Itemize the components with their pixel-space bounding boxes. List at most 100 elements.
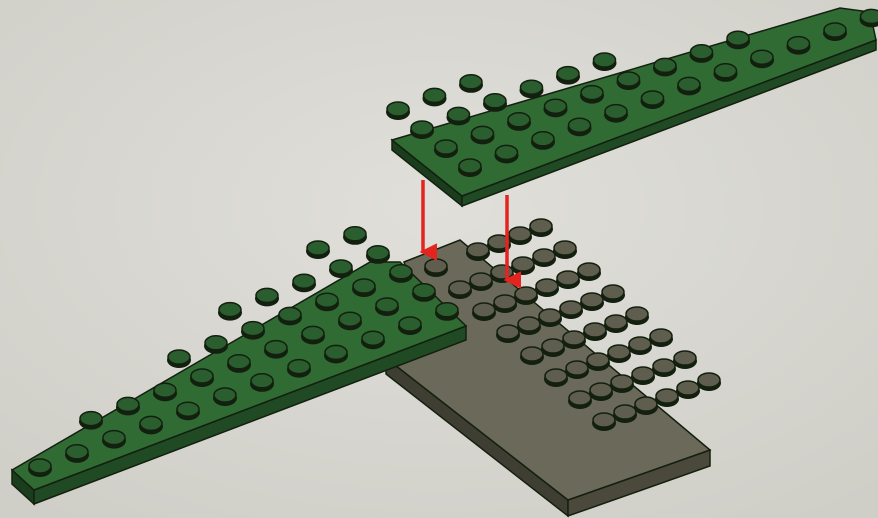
green-top-stud [434,140,458,158]
green-bottom-stud [292,274,316,292]
gray-stud [625,307,649,325]
green-bottom-stud [102,431,126,449]
green-top-stud [507,113,531,131]
green-bottom-stud [301,326,325,344]
green-bottom-stud [375,298,399,316]
green-bottom-stud [352,279,376,297]
gray-stud [631,367,655,385]
green-bottom-stud [329,260,353,278]
gray-stud [673,351,697,369]
green-bottom-stud [255,288,279,306]
green-top-stud [556,67,580,85]
green-top-stud [495,145,519,163]
green-top-stud [520,80,544,98]
green-top-stud [483,94,507,112]
gray-stud [511,257,535,275]
gray-stud [535,279,559,297]
green-top-stud [386,102,410,120]
green-bottom-stud [218,303,242,321]
green-bottom-stud [250,374,274,392]
green-bottom-stud [227,355,251,373]
green-bottom-stud [398,317,422,335]
green-bottom-stud [79,412,103,430]
green-top-stud [593,53,617,71]
green-bottom-stud [176,402,200,420]
green-top-stud [458,159,482,177]
green-bottom-stud [116,397,140,415]
gray-stud [655,389,679,407]
gray-stud [634,397,658,415]
green-top-stud [531,132,555,150]
gray-stud [565,361,589,379]
green-top-stud [726,31,750,49]
gray-stud [544,369,568,387]
gray-stud [649,329,673,347]
gray-stud [508,227,532,245]
green-bottom-stud [389,265,413,283]
green-bottom-stud [264,341,288,359]
green-bottom-stud [153,383,177,401]
green-top-stud [823,23,847,41]
gray-stud [613,405,637,423]
gray-stud [580,293,604,311]
green-bottom-stud [28,459,52,477]
gray-stud [472,303,496,321]
gray-stud [697,373,721,391]
gray-stud [583,323,607,341]
green-bottom-stud [343,227,367,245]
green-top-stud [714,64,738,82]
gray-stud [541,339,565,357]
green-top-stud [604,105,628,123]
green-top-stud [447,107,471,125]
green-top-stud [459,75,483,93]
gray-stud [424,259,448,277]
green-top-stud [617,72,641,90]
green-bottom-stud [324,345,348,363]
gray-stud [553,241,577,259]
green-top-stud [423,88,447,106]
gray-stud [589,383,613,401]
green-bottom-stud [287,360,311,378]
green-bottom-stud [278,307,302,325]
green-bottom-stud [213,388,237,406]
gray-stud [496,325,520,343]
green-bottom-stud [241,322,265,340]
green-bottom-stud [338,312,362,330]
gray-stud [556,271,580,289]
green-bottom-stud [65,445,89,463]
gray-stud [469,273,493,291]
gray-stud [490,265,514,283]
gray-stud [586,353,610,371]
gray-stud [604,315,628,333]
green-top-stud [568,118,592,136]
green-top-stud [471,126,495,144]
green-bottom-stud [190,369,214,387]
gray-stud [520,347,544,365]
green-top-stud [544,99,568,117]
green-bottom-stud [412,284,436,302]
green-bottom-stud [139,416,163,434]
green-top-stud [580,86,604,104]
green-top-stud [787,37,811,55]
gray-stud [607,345,631,363]
gray-stud [562,331,586,349]
gray-stud [532,249,556,267]
green-top-stud [750,50,774,68]
green-top-stud [690,45,714,63]
green-top-stud [641,91,665,109]
gray-stud [601,285,625,303]
gray-stud [466,243,490,261]
green-bottom-stud [167,350,191,368]
green-bottom-stud [204,336,228,354]
gray-stud [568,391,592,409]
gray-stud [529,219,553,237]
gray-stud [610,375,634,393]
gray-stud [592,413,616,431]
green-bottom-stud [315,293,339,311]
gray-stud [652,359,676,377]
gray-stud [676,381,700,399]
green-top-stud [410,121,434,139]
green-bottom-stud [306,241,330,259]
